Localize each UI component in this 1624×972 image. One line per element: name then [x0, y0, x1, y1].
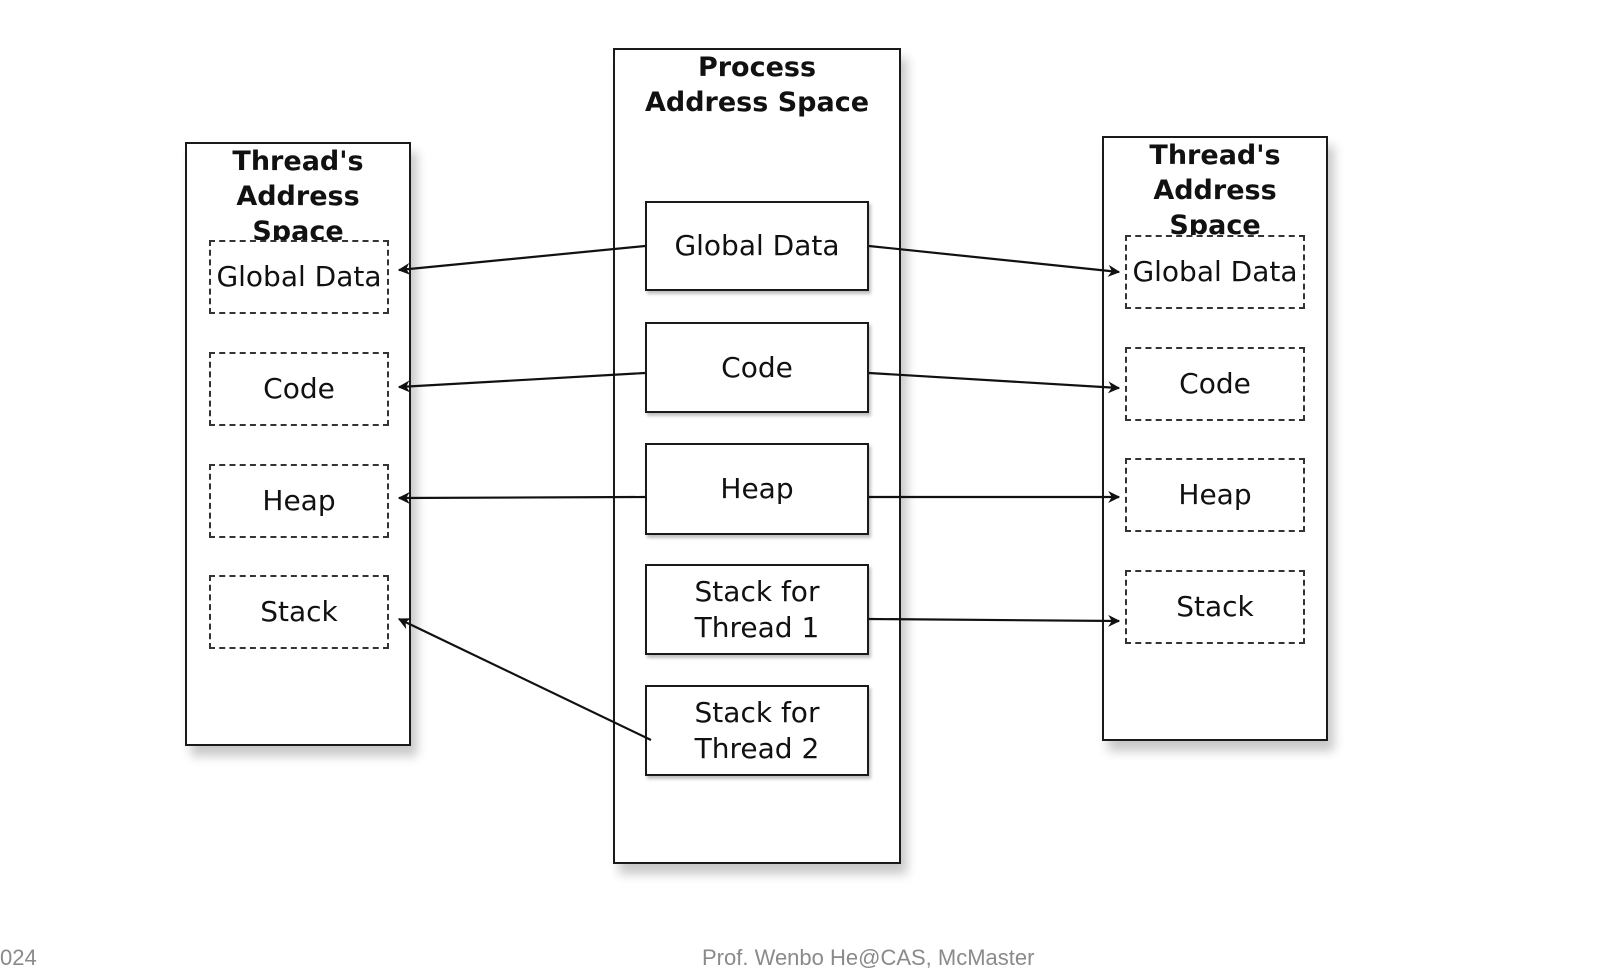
left-heap-box: Heap — [209, 464, 389, 538]
left-global-data-box: Global Data — [209, 240, 389, 314]
process-heap-box: Heap — [645, 443, 869, 535]
process-stack-thread2-box: Stack for Thread 2 — [645, 685, 869, 776]
process-stack-thread1-box: Stack for Thread 1 — [645, 564, 869, 655]
arrow-stack2-to-left — [397, 618, 652, 741]
right-stack-box: Stack — [1125, 570, 1305, 644]
footer-credit: Prof. Wenbo He@CAS, McMaster — [702, 945, 1035, 970]
arrow-global-to-right — [868, 244, 1121, 277]
right-heap-box: Heap — [1125, 458, 1305, 532]
arrow-global-to-left — [397, 244, 646, 275]
left-code-box: Code — [209, 352, 389, 426]
process-global-data-box: Global Data — [645, 201, 869, 291]
footer-date-fragment: 024 — [0, 945, 37, 970]
arrow-stack1-to-right — [868, 614, 1121, 627]
process-panel-title: Process Address Space — [644, 52, 870, 118]
right-panel-title: Thread's Address Space — [1149, 140, 1281, 241]
arrow-code-to-left — [397, 371, 646, 393]
arrow-code-to-right — [868, 371, 1121, 394]
right-code-box: Code — [1125, 347, 1305, 421]
arrow-heap-to-left — [397, 491, 646, 504]
right-global-data-box: Global Data — [1125, 235, 1305, 309]
process-code-box: Code — [645, 322, 869, 413]
left-stack-box: Stack — [209, 575, 389, 649]
